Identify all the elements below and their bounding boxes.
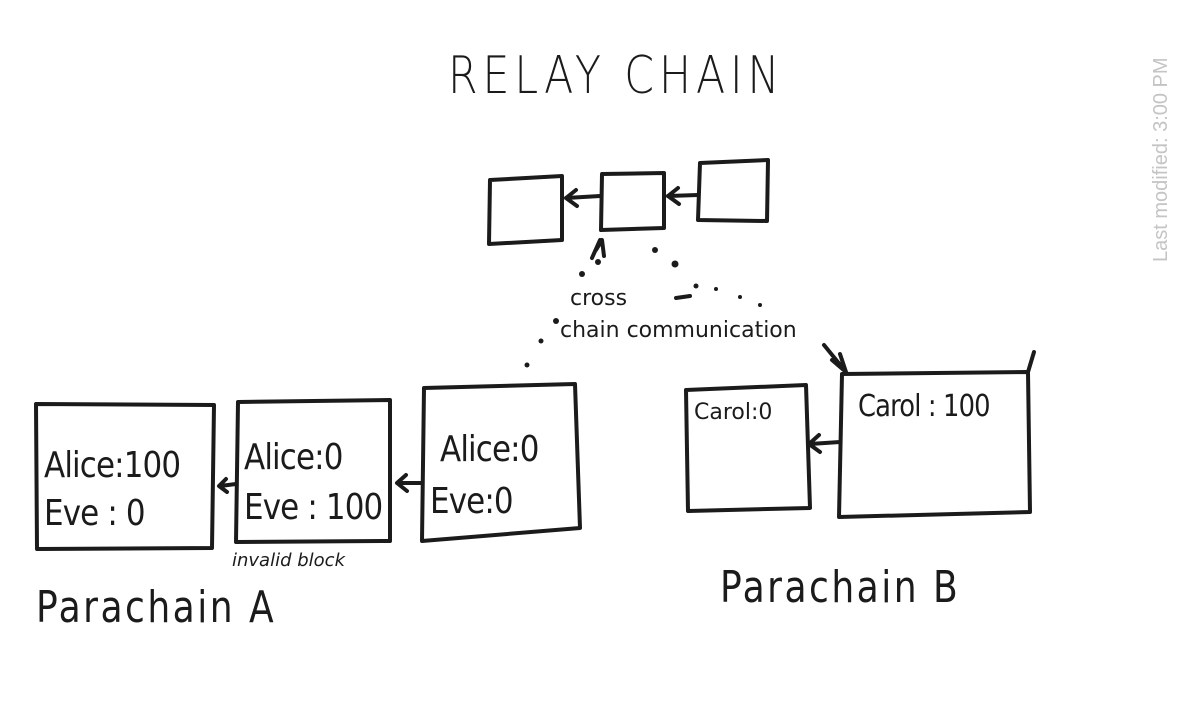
xcm-label-line1: cross [570,286,628,311]
cross-dash [674,294,692,300]
invalid-block-note: invalid block [232,550,346,571]
relay-block-1 [487,174,564,246]
para-b-arrow-2-to-1 [807,433,842,454]
xcm-label-line2: chain communication [560,318,797,343]
relay-chain-title: RELAY CHAIN [448,46,785,106]
para-b-block-2 [837,370,1032,519]
parachain-a-label: Parachain A [36,582,277,633]
para-a-arrow-3-to-2 [395,473,424,493]
para-a-arrow-2-to-1 [217,477,238,494]
para-a-block-1-eve: Eve : 0 [44,493,146,534]
para-b-block-2-curl [1026,350,1036,374]
para-a-block-2 [234,398,392,544]
parachain-b-label: Parachain B [720,562,961,613]
para-a-block-1-alice: Alice:100 [44,445,181,486]
para-b-block-1 [684,383,812,513]
xcm-up-arrow [590,238,606,260]
last-modified-stamp: Last modified: 3:00 PM [1150,57,1172,262]
xcm-arrow-head [822,343,848,374]
para-a-block-3 [420,382,582,543]
para-a-block-1 [34,402,216,551]
para-a-block-3-eve: Eve:0 [430,481,514,522]
para-a-block-2-alice: Alice:0 [244,437,343,478]
relay-block-2 [599,171,666,232]
para-b-block-2-carol: Carol : 100 [858,389,991,424]
para-a-block-2-eve: Eve : 100 [244,487,383,528]
relay-arrow-3-to-2 [666,186,700,206]
relay-arrow-2-to-1 [564,188,602,208]
xcm-dotted-path [524,247,762,368]
relay-block-3 [696,158,770,223]
para-a-block-3-alice: Alice:0 [440,429,539,470]
para-b-block-1-carol: Carol:0 [694,400,773,425]
